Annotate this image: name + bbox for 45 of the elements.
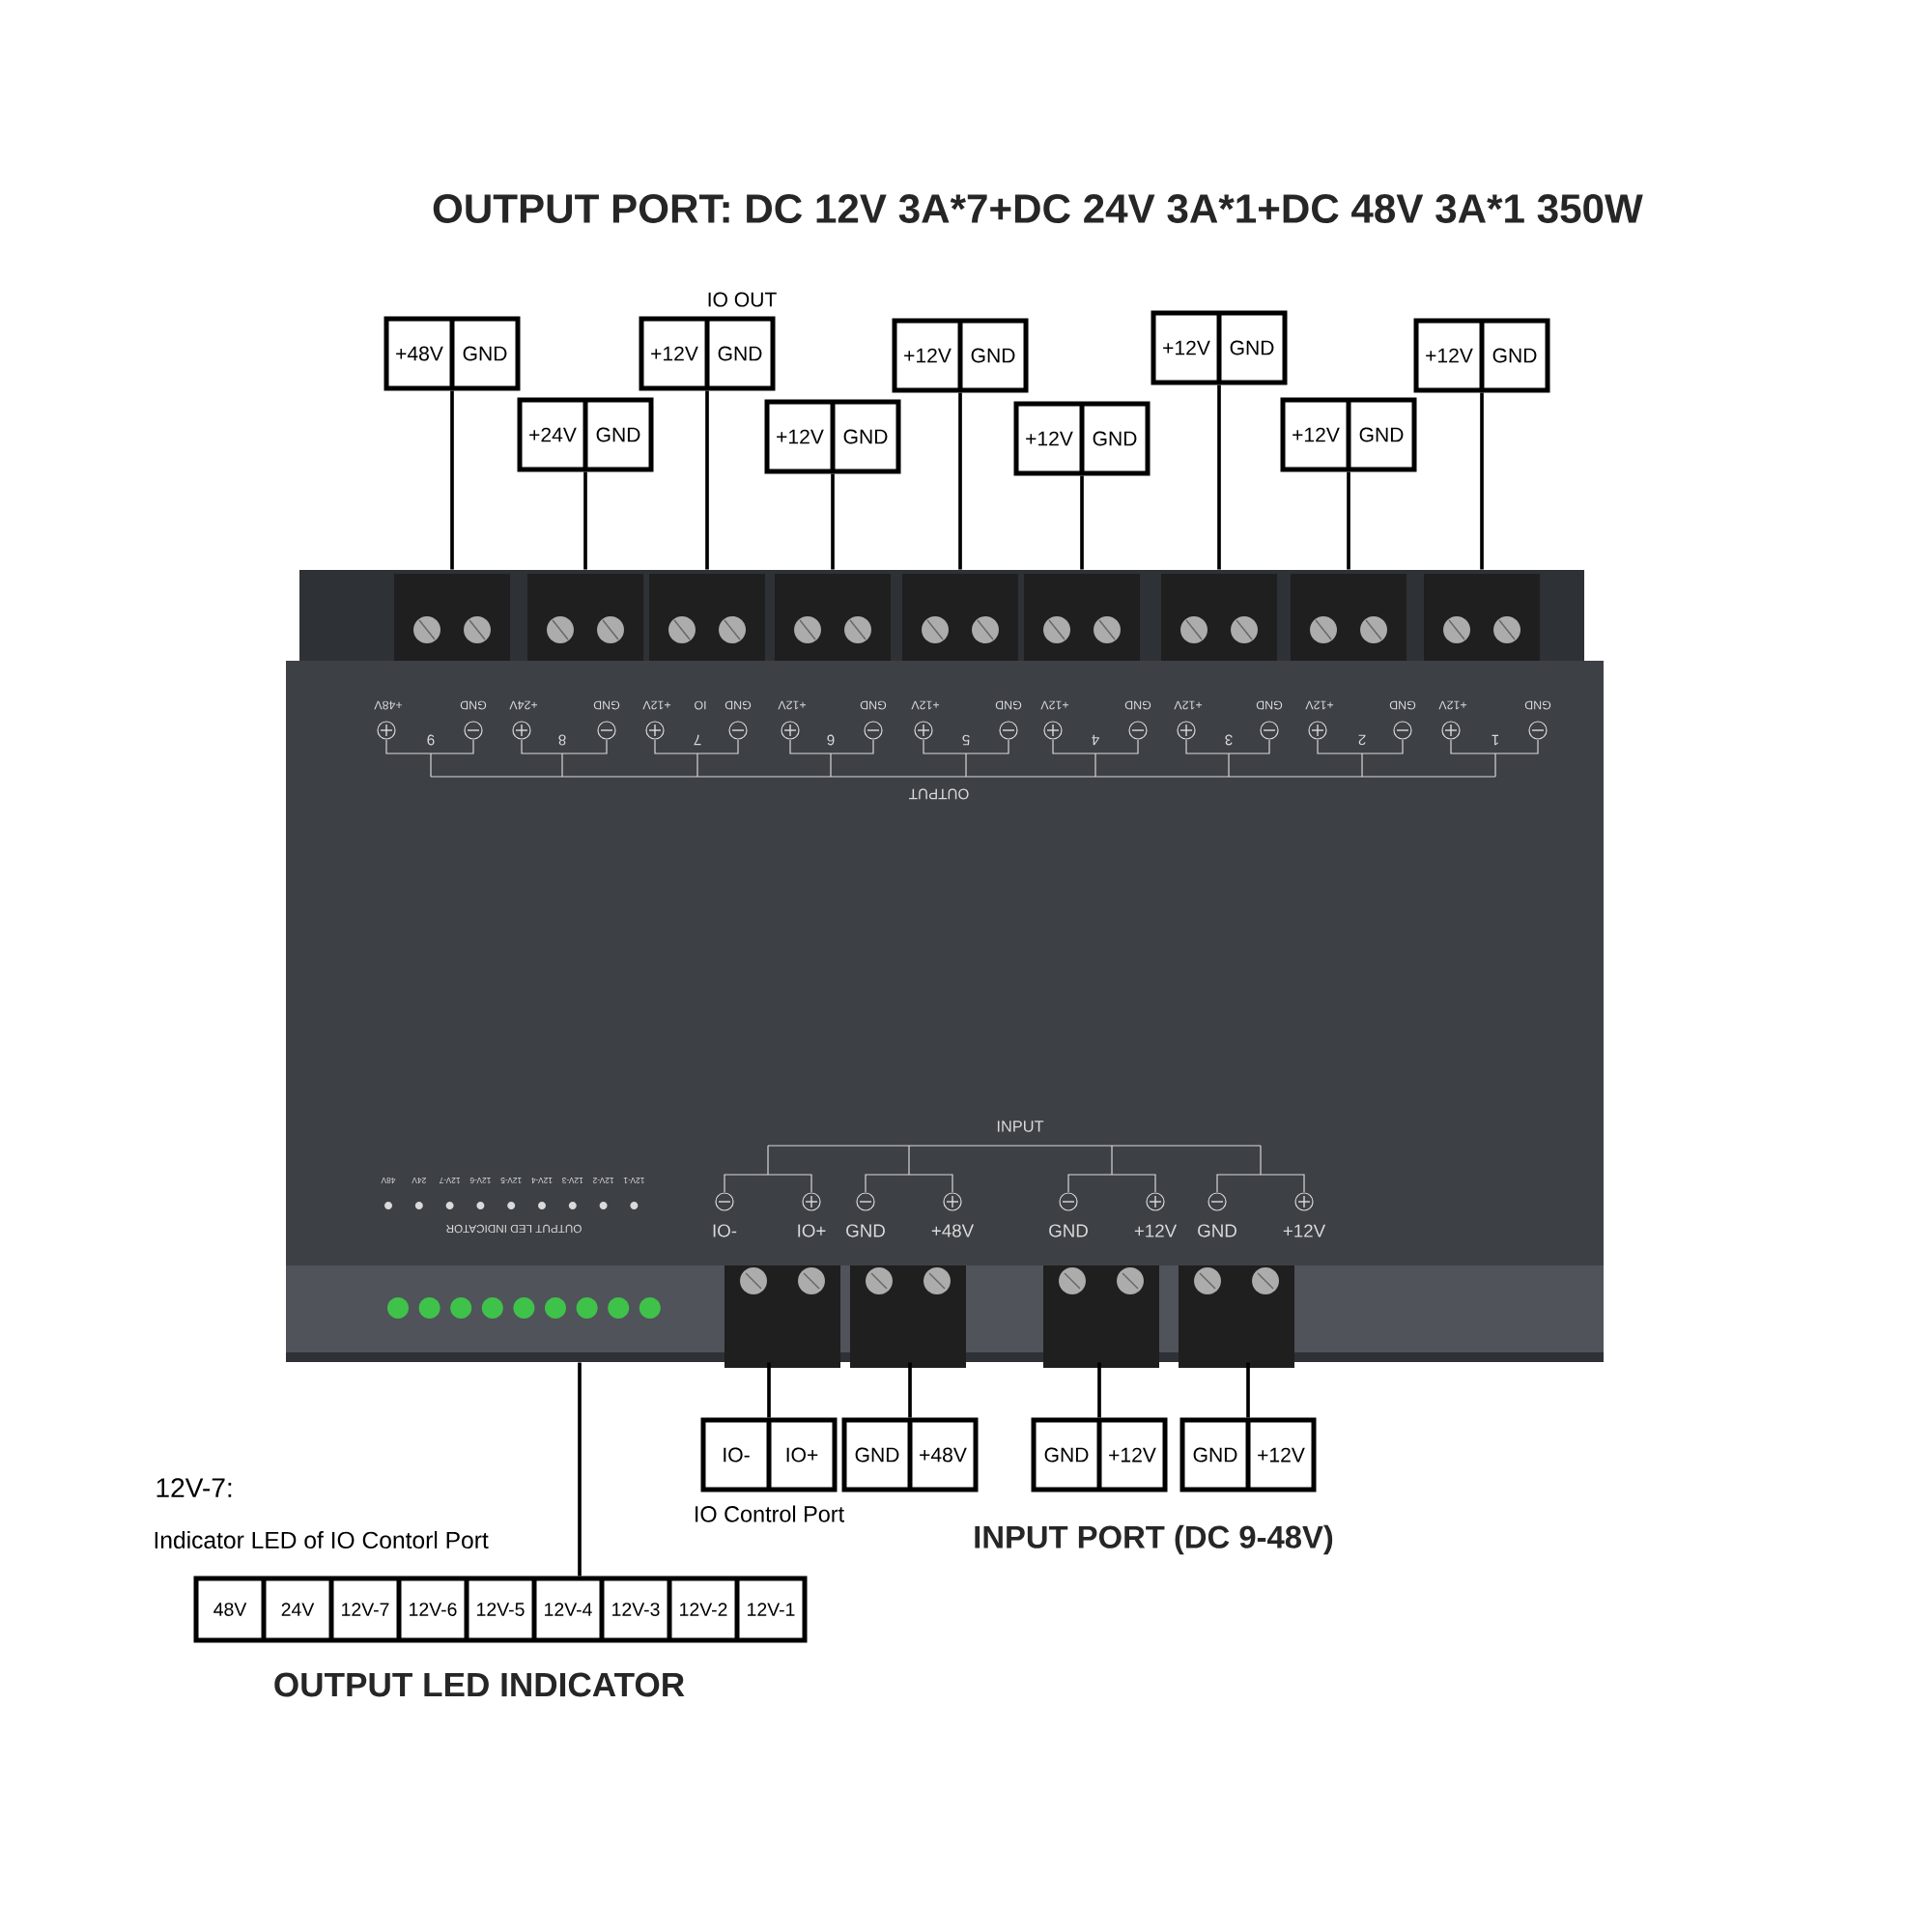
terminal-marking: GND — [846, 1224, 885, 1237]
terminal-marking: +12V — [1134, 1224, 1178, 1237]
terminal-label-box: +12V GND — [892, 318, 1029, 393]
terminal-label-box: +12V GND — [1013, 401, 1151, 476]
terminal-label-box: +48V GND — [384, 316, 521, 391]
leader-line — [1246, 1362, 1250, 1418]
leader-line — [958, 392, 962, 570]
terminal-marking: IO+ — [798, 1224, 826, 1237]
title: OUTPUT PORT: DC 12V 3A*7+DC 24V 3A*1+DC 48V 3A*1 350W — [433, 194, 1643, 223]
device-drawing — [286, 570, 1604, 1368]
leader-line — [908, 1362, 912, 1418]
terminal-label-box: IO- IO+ — [700, 1417, 838, 1492]
leader-line — [450, 390, 454, 570]
leader-line — [1347, 471, 1350, 570]
leader-line — [705, 390, 709, 570]
note-text: 12V-7: — [156, 1478, 232, 1497]
leader-line — [767, 1362, 771, 1418]
terminal-label-box: GND +12V — [1179, 1417, 1317, 1492]
terminal-marking: GND — [1198, 1224, 1236, 1237]
terminal-marking: INPUT — [997, 1121, 1044, 1132]
section-heading: INPUT PORT (DC 9-48V) — [975, 1524, 1333, 1555]
leader-line — [831, 473, 835, 570]
terminal-label-box: GND +12V — [1031, 1417, 1168, 1492]
terminal-label-box: +24V GND — [517, 397, 654, 472]
note-text: Indicator LED of IO Contorl Port — [155, 1531, 489, 1549]
terminal-label-box: 48V 24V 12V-7 12V-6 12V-5 12V-4 12V-3 12V-2 12V-1 — [193, 1576, 808, 1643]
terminal-marking: IO- — [713, 1224, 737, 1237]
leader-line — [1080, 475, 1084, 570]
terminal-label-box: +12V GND — [1413, 318, 1550, 393]
leader-line — [1097, 1362, 1101, 1418]
leader-line — [1480, 392, 1484, 570]
terminal-label-box: +12V GND — [1151, 310, 1288, 385]
terminal-label-box: GND +48V — [841, 1417, 979, 1492]
section-heading: OUTPUT LED INDICATOR — [274, 1672, 685, 1697]
terminal-marking: +48V — [931, 1224, 975, 1237]
leader-line — [583, 471, 587, 570]
box-heading: IO OUT — [708, 292, 777, 307]
box-caption: IO Control Port — [696, 1505, 844, 1522]
terminal-label-box: +12V GND — [1280, 397, 1417, 472]
terminal-label-box: +12V GND — [764, 399, 901, 474]
terminal-marking: GND — [1049, 1224, 1088, 1237]
terminal-marking: +12V — [1283, 1224, 1326, 1237]
terminal-label-box: +12V GND — [639, 316, 776, 391]
leader-line — [1217, 384, 1221, 570]
leader-line — [578, 1362, 582, 1577]
